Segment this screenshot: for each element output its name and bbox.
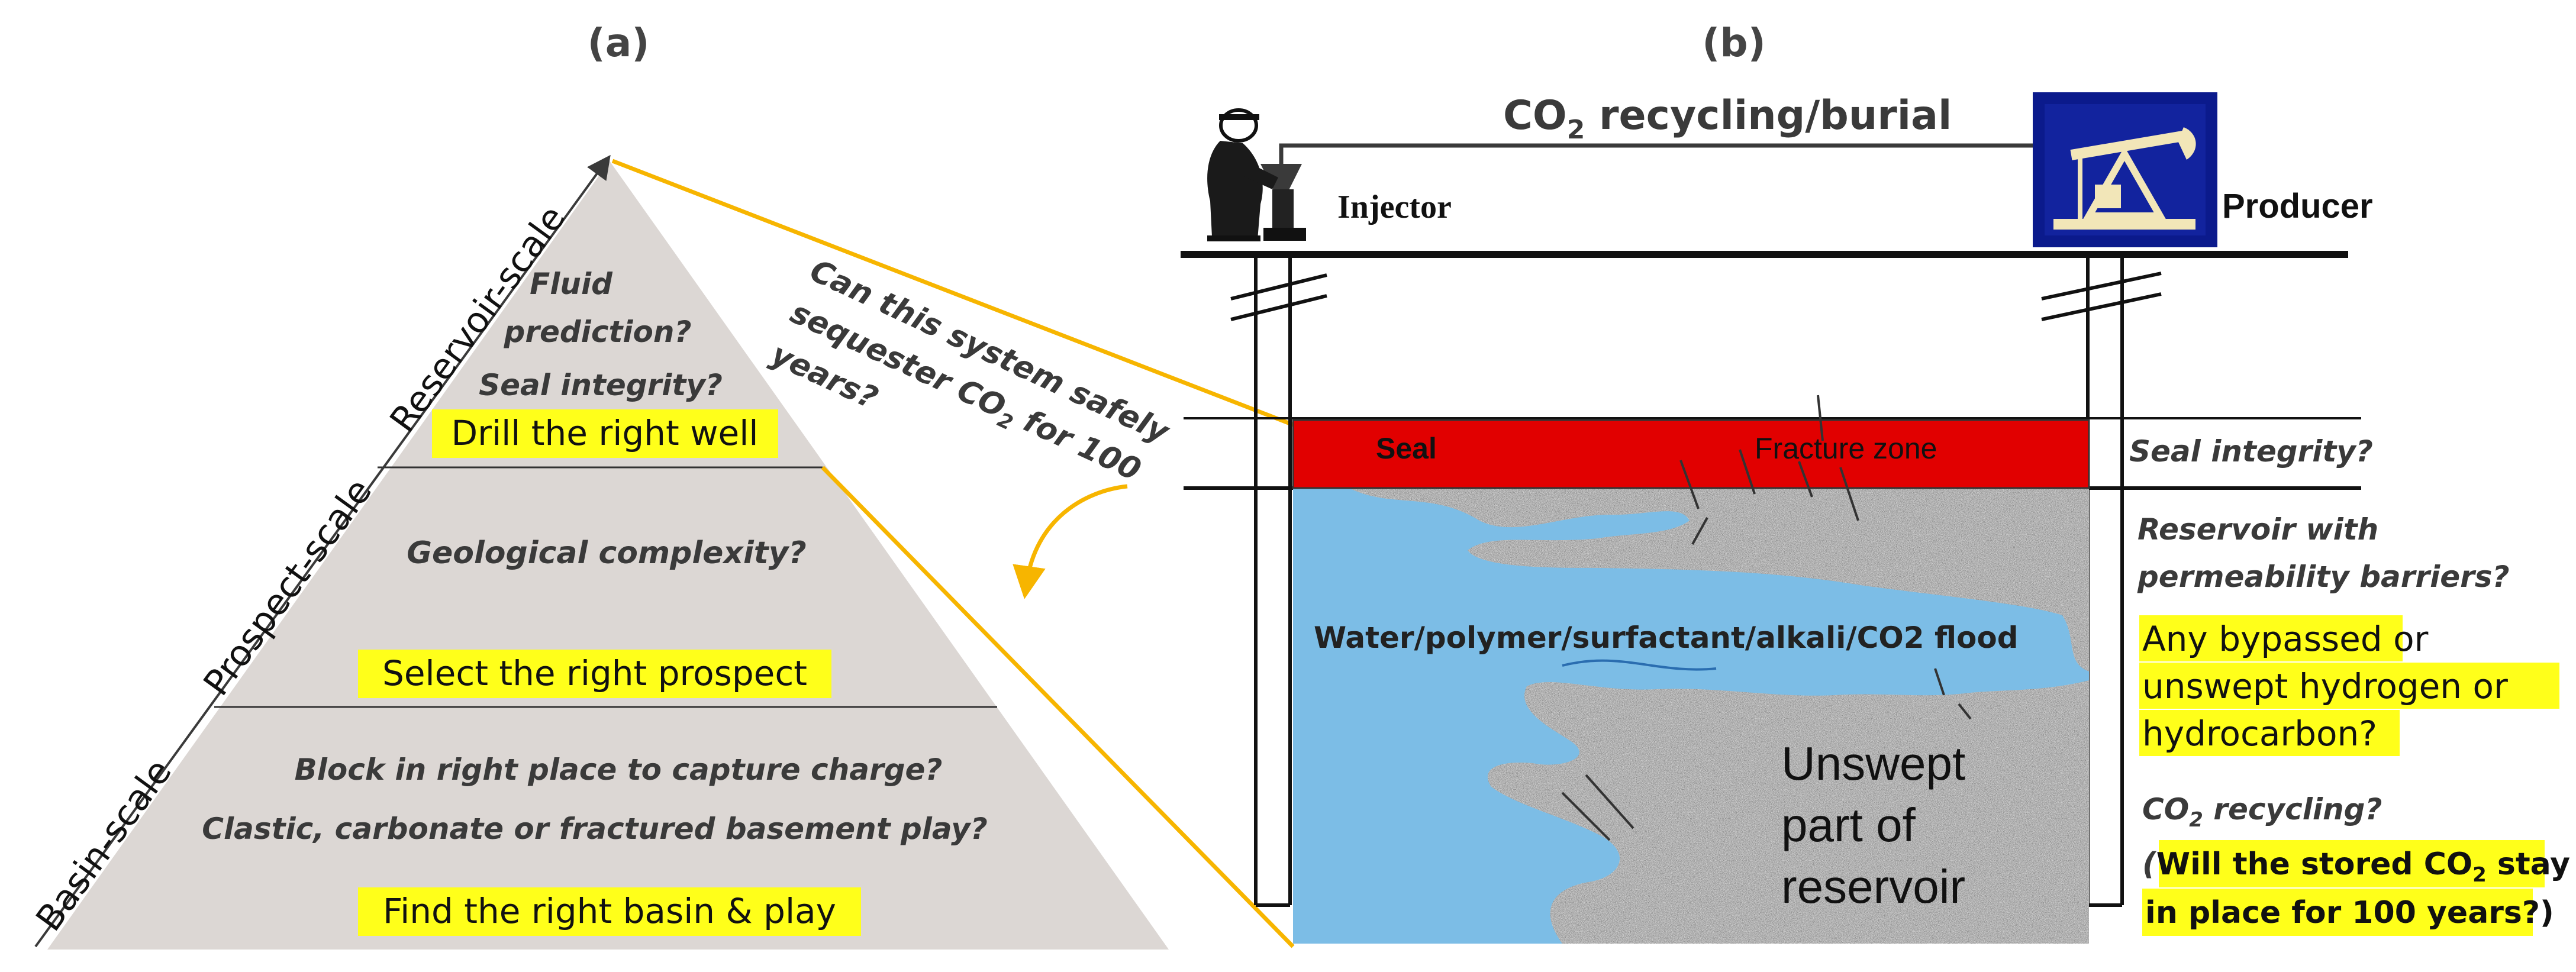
highlight-stored-1 (2159, 840, 2545, 887)
co2-recycling-title: CO2 recycling/burial (1503, 92, 1952, 145)
scale-axis-arrow (34, 154, 611, 948)
panel-a-label: (a) (588, 20, 650, 66)
highlight-bypassed-3 (2139, 710, 2400, 756)
bypassed-line3: hydrocarbon? (2142, 713, 2377, 754)
pyramid (47, 161, 1169, 950)
fracture-lines (1561, 395, 1972, 841)
fluid-prediction-line2: prediction? (504, 315, 692, 349)
curved-arrow (1013, 484, 1128, 599)
injector-well (1230, 254, 1327, 907)
drill-right-well: Drill the right well (452, 413, 759, 453)
unswept-line3: reservoir (1781, 860, 1965, 913)
highlight-bypassed-2 (2139, 663, 2559, 709)
find-right-basin: Find the right basin & play (383, 891, 836, 931)
flood-front-streak (1562, 659, 1717, 671)
panel-b: (b) CO2 recycling/burial Injector Produc (1181, 20, 2570, 944)
unswept-line2: part of (1781, 799, 1916, 851)
pumpjack-icon (2033, 92, 2217, 247)
highlight-stored-2 (2142, 889, 2533, 936)
seal-layer (1292, 419, 2090, 489)
highlight-drill-well (432, 409, 778, 458)
stored-co2-line1: (Will the stored CO2 stay (2142, 847, 2570, 887)
flood-zone (1293, 488, 2089, 944)
reservoir-barriers-line2: permeability barriers? (2137, 560, 2510, 594)
reservoir-barriers-line1: Reservoir with (2137, 512, 2378, 547)
worker-valve-icon (1207, 108, 1306, 241)
stored-co2-line2: in place for 100 years?) (2145, 895, 2554, 931)
seal-integrity-note: Seal integrity? (2129, 434, 2373, 469)
fracture-zone-label: Fracture zone (1755, 432, 1937, 465)
seal-label: Seal (1376, 432, 1437, 465)
recycling-arrow (1260, 143, 2033, 205)
connector-top (611, 159, 1294, 427)
seal-integrity-question: Seal integrity? (479, 368, 723, 402)
highlight-bypassed-1 (2139, 615, 2403, 661)
producer-label: Producer (2222, 187, 2373, 225)
highlight-find-basin (358, 887, 861, 936)
unswept-line1: Unswept (1781, 737, 1965, 790)
bypassed-line2: unswept hydrogen or (2142, 666, 2508, 706)
co2-recycling-question: CO2 recycling? (2142, 792, 2382, 832)
panel-b-label: (b) (1702, 20, 1766, 66)
connector-bottom (821, 466, 1295, 948)
highlight-select-prospect (358, 650, 831, 698)
fluid-prediction-line1: Fluid (530, 267, 613, 301)
injector-label: Injector (1337, 189, 1452, 225)
geological-complexity-question: Geological complexity? (407, 535, 806, 571)
panel-a: (a) Reservoir-scale Prospect-scale Basin… (28, 20, 1295, 950)
select-right-prospect: Select the right prospect (382, 653, 807, 693)
play-type-question: Clastic, carbonate or fractured basement… (202, 812, 987, 846)
block-right-place-question: Block in right place to capture charge? (295, 753, 943, 787)
flood-label: Water/polymer/surfactant/alkali/CO2 floo… (1314, 621, 2019, 655)
bypassed-line1: Any bypassed or (2142, 619, 2429, 659)
